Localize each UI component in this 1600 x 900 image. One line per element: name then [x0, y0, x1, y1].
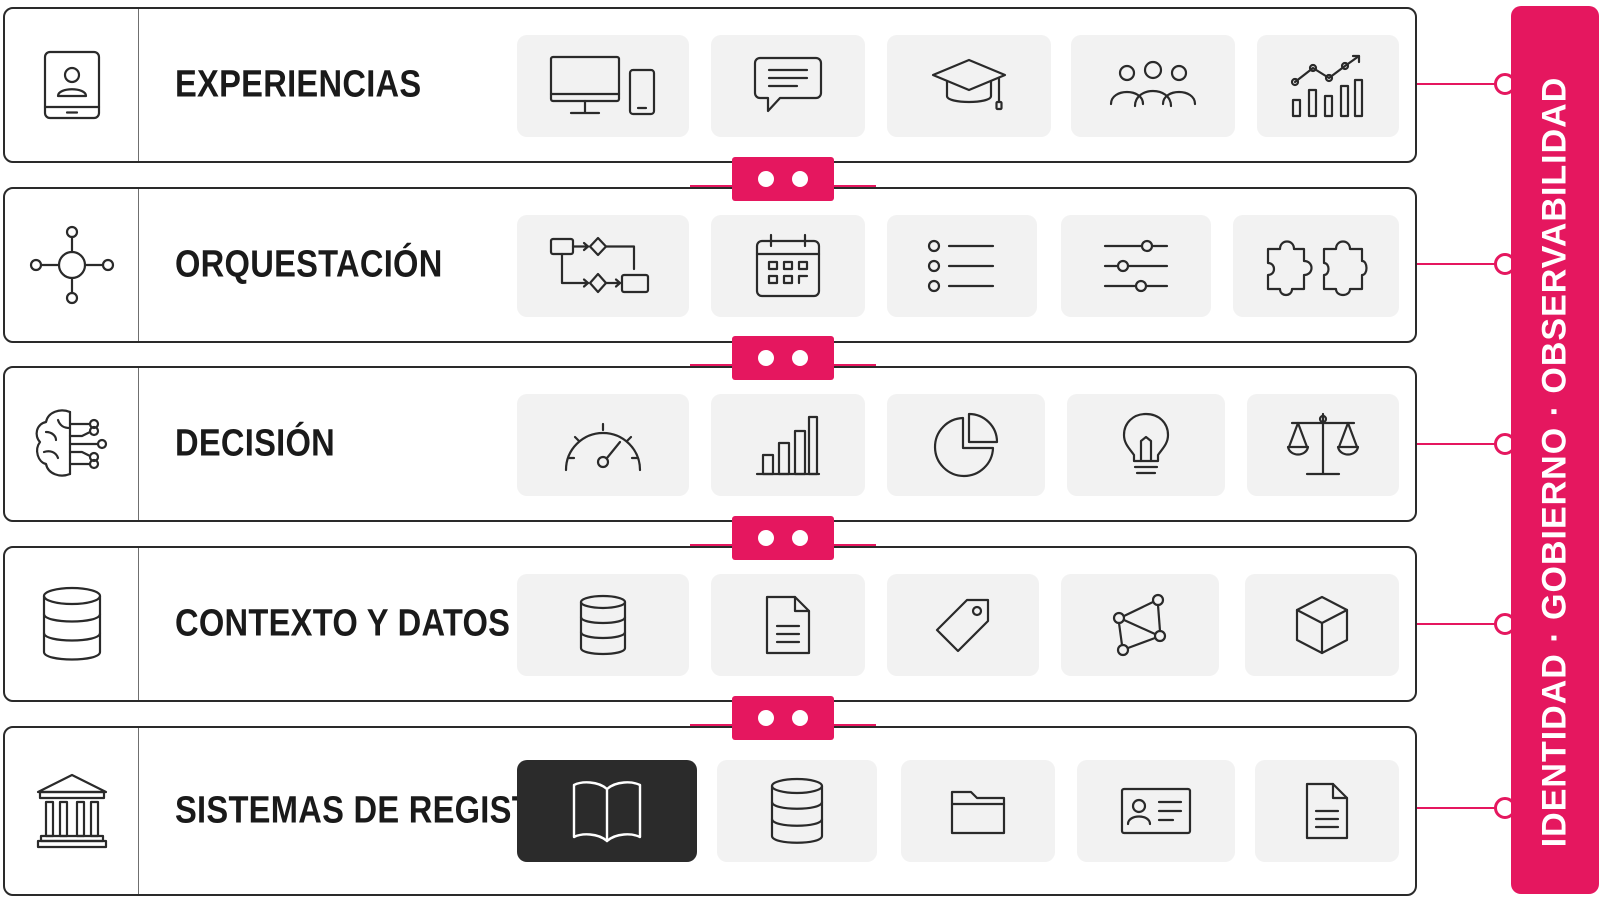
tile-workflow[interactable]	[517, 215, 689, 317]
tile-list[interactable]	[887, 215, 1037, 317]
layer-title: EXPERIENCIAS	[175, 63, 422, 106]
layer-connector	[732, 696, 834, 740]
workflow-icon	[548, 235, 658, 297]
people-group-icon	[1107, 60, 1199, 112]
layer-connector	[732, 516, 834, 560]
branch-line	[1417, 807, 1505, 809]
chat-bubble-icon	[752, 55, 824, 117]
bank-building-icon	[36, 772, 108, 850]
connector-dot	[792, 530, 808, 546]
layer-title: ORQUESTACIÓN	[175, 243, 443, 286]
tile-tag[interactable]	[887, 574, 1039, 676]
layer-title: SISTEMAS DE REGISTRO	[175, 789, 582, 832]
tile-chat[interactable]	[711, 35, 865, 137]
tile-document-2[interactable]	[1255, 760, 1399, 862]
tile-scales[interactable]	[1247, 394, 1399, 496]
layer-title: DECISIÓN	[175, 422, 336, 465]
tile-puzzle[interactable]	[1233, 215, 1399, 317]
growth-chart-icon	[1289, 52, 1367, 120]
layer-contexto-datos: CONTEXTO Y DATOS	[3, 546, 1417, 702]
bar-chart-icon	[755, 413, 821, 477]
layer-connector	[732, 157, 834, 201]
folder-icon	[949, 786, 1007, 836]
branch-line	[1417, 443, 1505, 445]
document-icon	[763, 594, 813, 656]
tag-icon	[934, 596, 992, 654]
layer-sistemas-registro: SISTEMAS DE REGISTRO	[3, 726, 1417, 896]
tile-id-card[interactable]	[1077, 760, 1235, 862]
connector-dot	[758, 710, 774, 726]
tile-speedometer[interactable]	[517, 394, 689, 496]
layer-connector	[732, 336, 834, 380]
tile-database[interactable]	[517, 574, 689, 676]
branch-line	[1417, 83, 1505, 85]
graduation-cap-icon	[929, 56, 1009, 116]
cross-cutting-bar	[1511, 6, 1599, 894]
tile-folder[interactable]	[901, 760, 1055, 862]
brain-circuit-icon	[32, 406, 112, 482]
list-icon	[927, 238, 997, 294]
connector-dot	[758, 171, 774, 187]
connector-dot	[792, 710, 808, 726]
document-icon	[1304, 781, 1350, 841]
pie-chart-icon	[933, 412, 999, 478]
id-card-icon	[1119, 786, 1193, 836]
scales-icon	[1286, 411, 1360, 479]
cross-cutting-label: IDENTIDAD · GOBIERNO · OBSERVABILIDAD	[1535, 76, 1574, 848]
layer-title: CONTEXTO Y DATOS	[175, 602, 511, 645]
tablet-user-icon	[39, 49, 105, 121]
tile-network[interactable]	[1061, 574, 1219, 676]
branch-line	[1417, 263, 1505, 265]
hub-node-icon	[28, 225, 116, 305]
connector-dot	[792, 350, 808, 366]
connector-dot	[758, 350, 774, 366]
tile-lightbulb[interactable]	[1067, 394, 1225, 496]
speedometer-icon	[560, 416, 646, 474]
tile-open-book[interactable]	[517, 760, 697, 862]
database-icon	[40, 586, 104, 662]
database-icon	[769, 777, 825, 845]
tile-graduation[interactable]	[887, 35, 1051, 137]
layer-decision: DECISIÓN	[3, 366, 1417, 522]
connector-dot	[792, 171, 808, 187]
tile-cube[interactable]	[1245, 574, 1399, 676]
sliders-icon	[1101, 238, 1171, 294]
monitor-phone-icon	[548, 54, 658, 118]
tile-pie-chart[interactable]	[887, 394, 1045, 496]
calendar-icon	[753, 232, 823, 300]
tile-people[interactable]	[1071, 35, 1235, 137]
database-icon	[578, 594, 628, 656]
tile-document[interactable]	[711, 574, 865, 676]
puzzle-icon	[1264, 235, 1368, 297]
open-book-icon	[570, 777, 644, 845]
tile-database-2[interactable]	[717, 760, 877, 862]
cube-icon	[1293, 594, 1351, 656]
network-graph-icon	[1110, 592, 1170, 658]
lightbulb-icon	[1121, 411, 1171, 479]
tile-growth[interactable]	[1257, 35, 1399, 137]
tile-calendar[interactable]	[711, 215, 865, 317]
tile-bar-chart[interactable]	[711, 394, 865, 496]
tile-monitor-phone[interactable]	[517, 35, 689, 137]
layer-orquestacion: ORQUESTACIÓN	[3, 187, 1417, 343]
tile-sliders[interactable]	[1061, 215, 1211, 317]
layer-experiencias: EXPERIENCIAS	[3, 7, 1417, 163]
branch-line	[1417, 623, 1505, 625]
connector-dot	[758, 530, 774, 546]
